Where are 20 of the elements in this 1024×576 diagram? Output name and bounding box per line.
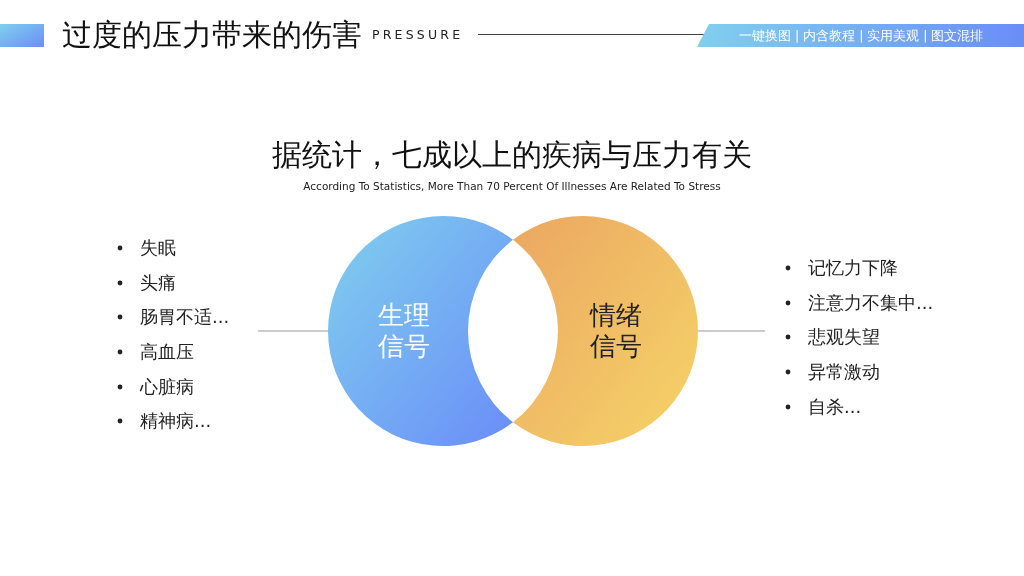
connector-line [257,330,329,332]
caption: According To Statistics, More Than 70 Percent Of Illnesses Are Related To Stress [302,179,722,193]
list-item: 头痛 [140,271,176,293]
crescent-shape: 生理信号 [328,216,513,446]
connector-line [697,330,766,332]
list-item: 悲观失望 [808,326,880,348]
page-title: 过度的压力带来的伤害 [62,16,362,54]
list-item: 自杀... [808,395,862,417]
subtitle: PRESSURE [372,27,464,43]
list-item: 肠胃不适... [140,306,230,328]
list-item: 失眠 [140,237,176,258]
banner: 一键换图 | 内含教程 | 实用美观 | 图文混排 [697,24,1024,47]
list-item: 记忆力下降 [808,257,898,278]
list-item: 高血压 [140,341,194,363]
heading: 据统计，七成以上的疾病与压力有关 [271,136,753,174]
list-item: 异常激动 [808,361,880,383]
list-item: 注意力不集中... [808,291,934,313]
crescent-shape: 情绪信号 [513,216,698,446]
list-item: 精神病... [140,410,212,432]
list-item: 心脏病 [140,375,194,397]
